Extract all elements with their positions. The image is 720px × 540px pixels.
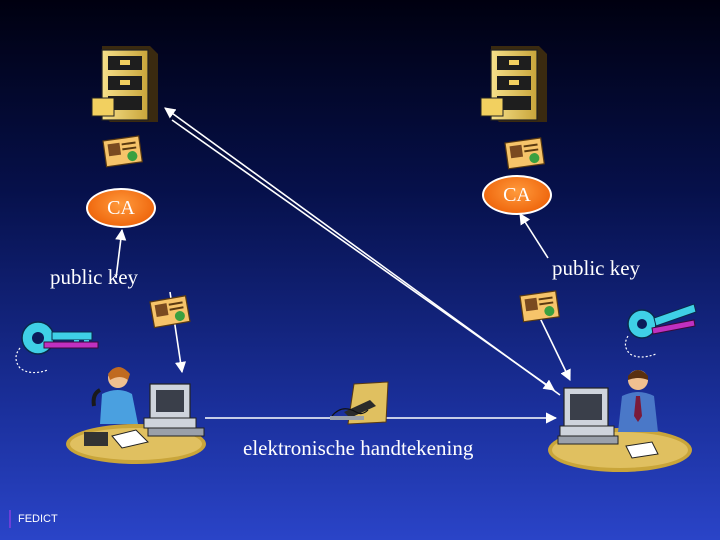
certificate-icon (149, 295, 191, 329)
ca-left-badge: CA (86, 188, 156, 228)
certificate-icon (504, 137, 545, 170)
footer-label: FEDICT (18, 513, 58, 525)
person-at-computer-icon (66, 367, 206, 464)
signature-pen-icon (330, 381, 389, 425)
arrow-server-left-to-user-right (171, 119, 555, 391)
certificate-icon (519, 290, 560, 323)
certificate-icon (102, 135, 143, 168)
ca-left-label: CA (107, 196, 135, 219)
ca-right-badge: CA (482, 175, 552, 215)
signature-label: elektronische handtekening (243, 436, 474, 460)
arrow-public-key-right-to-ca (519, 213, 549, 259)
public-key-left-label: public key (50, 265, 139, 289)
server-cabinet-icon (91, 46, 158, 122)
connection-arrows (115, 107, 571, 424)
key-icon (624, 303, 697, 358)
server-cabinet-icon (480, 46, 547, 122)
arrow-ca-left-to-public-key (115, 228, 127, 279)
ca-right-label: CA (503, 183, 531, 206)
arrow-public-key-right-to-user (539, 317, 571, 382)
key-icon (15, 321, 99, 374)
public-key-right-label: public key (552, 256, 641, 280)
person-at-computer-icon (548, 370, 692, 472)
footer-brand: FEDICT (9, 510, 58, 528)
